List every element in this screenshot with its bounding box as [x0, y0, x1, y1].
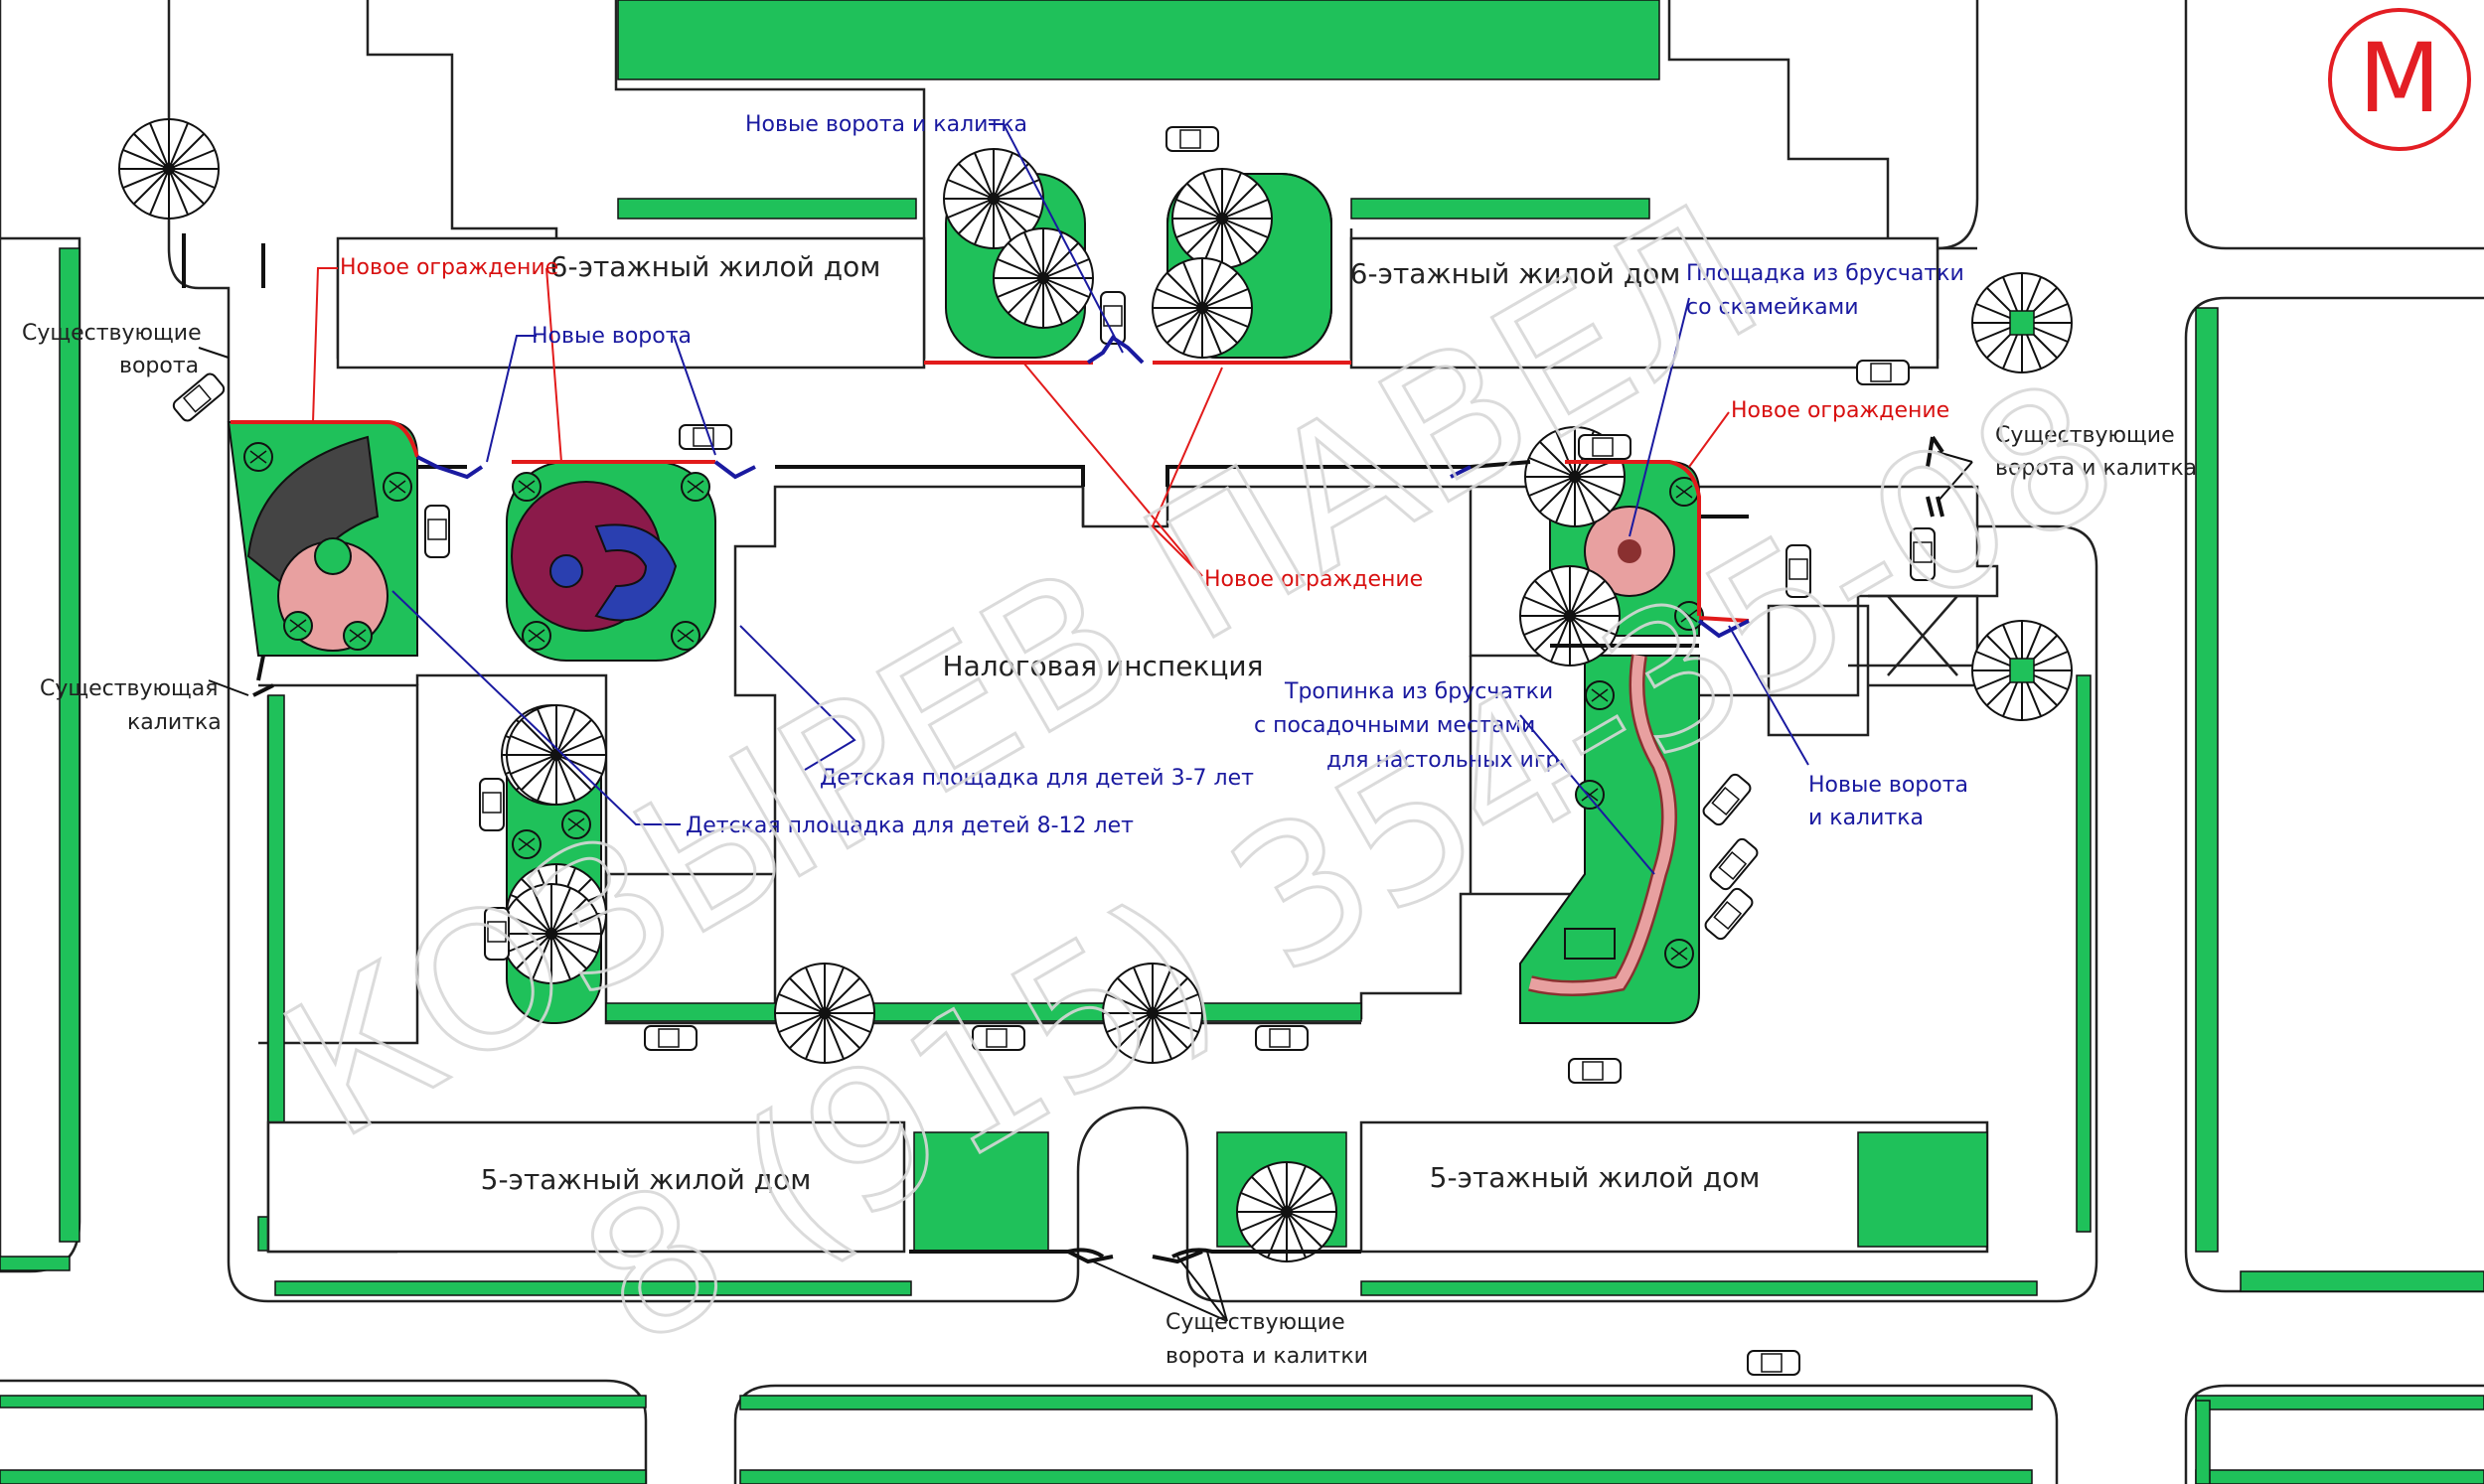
leader-lines-blue	[391, 123, 1809, 875]
house-5-left-label: 5-этажный жилой дом	[481, 1163, 812, 1196]
top-lawns	[617, 0, 1660, 220]
house-5-right-label: 5-этажный жилой дом	[1430, 1161, 1761, 1194]
annotations: Новые ворота и калитка Новое ограждение …	[22, 112, 2197, 1369]
label-existing-wicket-1: Существующая	[40, 676, 219, 701]
label-new-fence-center: Новое ограждение	[1204, 567, 1423, 592]
label-new-gates-wicket-right-2: и калитка	[1808, 806, 1924, 830]
right-inner-buildings	[1471, 485, 1999, 993]
leader-lines-black	[198, 347, 1973, 1322]
label-existing-gates-wickets-bottom-1: Существующие	[1165, 1310, 1345, 1335]
new-fences	[231, 361, 1750, 623]
center-playground-area	[506, 461, 716, 662]
label-paving-benches-2: со скамейками	[1686, 295, 1859, 320]
tree-pits	[2009, 310, 2035, 683]
lawn-strips	[0, 247, 2484, 1484]
label-existing-gates-wicket-right-1: Существующие	[1995, 423, 2175, 448]
tax-building-label: Налоговая инспекция	[943, 650, 1264, 682]
label-paving-benches-1: Площадка из брусчатки	[1686, 261, 1964, 286]
label-path-1: Тропинка из брусчатки	[1284, 679, 1553, 704]
label-existing-gates-left-2: ворота	[119, 354, 199, 378]
label-new-gates-wicket-right-1: Новые ворота	[1808, 773, 1968, 798]
label-new-fence-left: Новое ограждение	[340, 255, 558, 280]
label-new-gates-wicket-top: Новые ворота и калитка	[745, 112, 1027, 137]
house-6-right-label: 6-этажный жилой дом	[1350, 257, 1681, 290]
new-gates	[416, 335, 1750, 639]
label-new-gates: Новые ворота	[532, 324, 692, 349]
left-playground-area	[227, 421, 418, 657]
label-playground-8-12: Детская площадка для детей 8-12 лет	[686, 814, 1134, 838]
leader-lines-red	[312, 267, 1730, 577]
metro-letter: М	[2359, 23, 2441, 134]
label-existing-gates-wickets-bottom-2: ворота и калитки	[1165, 1344, 1368, 1369]
label-path-2: с посадочными местами	[1254, 713, 1535, 738]
label-new-fence-right: Новое ограждение	[1731, 398, 1949, 423]
label-existing-gates-wicket-right-2: ворота и калитка	[1995, 456, 2197, 481]
house-6-left: 6-этажный жилой дом	[336, 236, 926, 370]
label-playground-3-7: Детская площадка для детей 3-7 лет	[820, 766, 1254, 791]
label-path-3: для настольных игр	[1326, 748, 1559, 773]
label-existing-wicket-2: калитка	[127, 710, 222, 735]
house-5-left: 5-этажный жилой дом	[266, 1120, 906, 1254]
house-6-right: 6-этажный жилой дом	[1350, 236, 1940, 370]
house-5-right: 5-этажный жилой дом	[1359, 1120, 1989, 1254]
existing-fences	[182, 233, 1935, 1259]
label-existing-gates-left-1: Существующие	[22, 321, 202, 346]
house-6-left-label: 6-этажный жилой дом	[550, 250, 881, 283]
metro-sign: М	[2328, 8, 2471, 151]
